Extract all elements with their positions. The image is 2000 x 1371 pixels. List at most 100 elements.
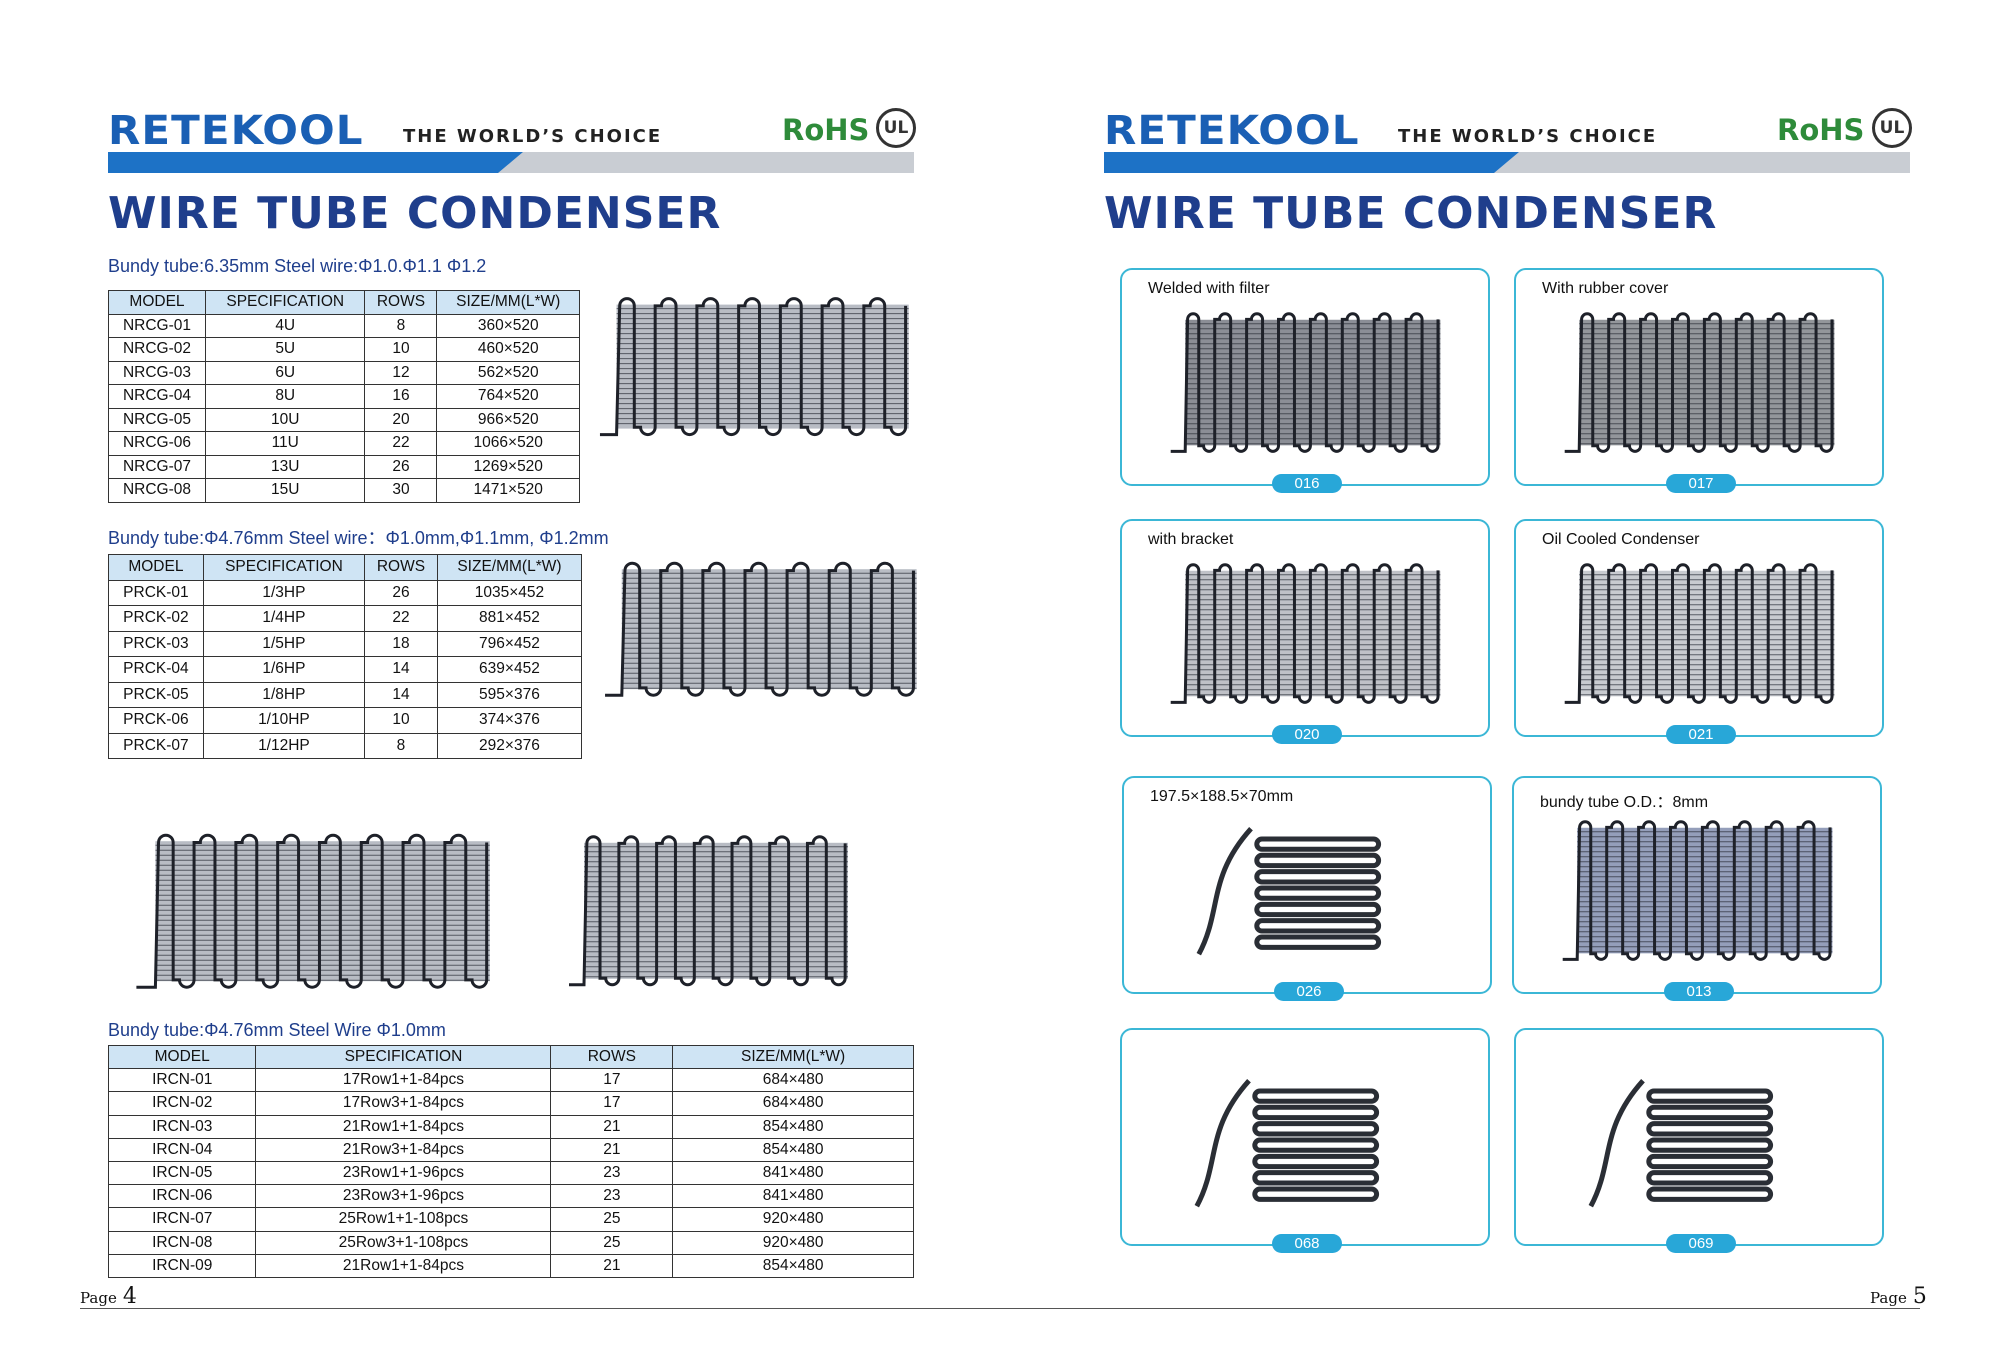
model-code-badge: 068: [1272, 1234, 1342, 1253]
table-cell: 595×376: [436, 681, 583, 708]
table-cell: 1269×520: [436, 454, 580, 479]
table-cell: 18: [364, 630, 438, 657]
footer-divider: [80, 1308, 1920, 1309]
table-cell: 23: [550, 1160, 674, 1186]
ul-certification-icon: UL: [876, 108, 916, 148]
table-cell: 10: [364, 337, 438, 362]
table-cell: 841×480: [672, 1184, 914, 1209]
table-cell: PRCK-05: [108, 681, 204, 708]
table-cell: 21Row1+1-84pcs: [255, 1253, 552, 1278]
table-cell: 966×520: [436, 407, 580, 432]
condenser-product-photo: [569, 835, 848, 987]
table-cell: IRCN-03: [107, 1114, 257, 1139]
tagline: THE WORLD’S CHOICE: [1398, 126, 1658, 147]
table-cell: 26: [364, 579, 438, 606]
table-cell: IRCN-04: [107, 1137, 257, 1162]
header-band: [1104, 152, 1910, 173]
table-cell: 1/10HP: [202, 707, 366, 734]
tagline: THE WORLD’S CHOICE: [403, 126, 663, 147]
column-header: SIZE/MM(L*W): [436, 554, 583, 581]
condenser-product-photo: [136, 833, 490, 989]
condenser-product-photo: [1588, 1078, 1774, 1208]
table-cell: 8: [364, 732, 438, 759]
page-title: WIRE TUBE CONDENSER: [108, 188, 722, 239]
table-cell: IRCN-09: [107, 1253, 257, 1278]
condenser-product-photo: [1170, 563, 1441, 704]
table-cell: IRCN-06: [107, 1184, 257, 1209]
condenser-product-photo: [1196, 826, 1382, 956]
model-code-badge: 020: [1272, 725, 1342, 744]
table-cell: 12: [364, 360, 438, 385]
model-code-badge: 016: [1272, 474, 1342, 493]
column-header: SPECIFICATION: [202, 554, 366, 581]
table-cell: 13U: [204, 454, 366, 479]
table-cell: 17: [550, 1068, 674, 1093]
table-cell: 1066×520: [436, 431, 580, 456]
table-cell: 21Row3+1-84pcs: [255, 1137, 552, 1162]
product-caption: With rubber cover: [1542, 280, 1669, 297]
prck-heading: Bundy tube:Φ4.76mm Steel wire：Φ1.0mm,Φ1.…: [108, 528, 609, 548]
table-cell: 1/12HP: [202, 732, 366, 759]
table-cell: PRCK-01: [108, 579, 204, 606]
product-caption: Welded with filter: [1148, 280, 1270, 297]
table-cell: 14: [364, 681, 438, 708]
table-cell: 22: [364, 605, 438, 632]
model-code-badge: 021: [1666, 725, 1736, 744]
column-header: SIZE/MM(L*W): [436, 290, 580, 315]
table-cell: 23Row1+1-96pcs: [255, 1160, 552, 1186]
table-cell: 1471×520: [436, 478, 580, 503]
column-header: ROWS: [550, 1044, 674, 1070]
table-cell: 292×376: [436, 732, 583, 759]
table-cell: 854×480: [672, 1137, 914, 1162]
table-cell: IRCN-07: [107, 1207, 257, 1232]
table-cell: 920×480: [672, 1207, 914, 1232]
table-cell: 4U: [204, 313, 366, 338]
table-cell: 14: [364, 656, 438, 683]
right-page: RETEKOOL THE WORLD’S CHOICE RoHS UL WIRE…: [1000, 0, 2000, 1371]
column-header: SPECIFICATION: [204, 290, 366, 315]
table-cell: 360×520: [436, 313, 580, 338]
rohs-mark: RoHS: [782, 113, 870, 147]
table-cell: 25Row3+1-108pcs: [255, 1230, 552, 1255]
product-card-016: Welded with filter 016: [1120, 268, 1490, 493]
table-cell: 25: [550, 1230, 674, 1255]
table-cell: 920×480: [672, 1230, 914, 1255]
condenser-product-photo: [1194, 1078, 1380, 1208]
condenser-product-photo: [605, 561, 917, 697]
table-cell: 562×520: [436, 360, 580, 385]
table-cell: 1/5HP: [202, 630, 366, 657]
table-cell: 23Row3+1-96pcs: [255, 1184, 552, 1209]
table-cell: 16: [364, 384, 438, 409]
table-cell: 881×452: [436, 605, 583, 632]
table-cell: 23: [550, 1184, 674, 1209]
table-cell: 25: [550, 1207, 674, 1232]
table-cell: 374×376: [436, 707, 583, 734]
table-cell: 854×480: [672, 1253, 914, 1278]
column-header: MODEL: [107, 1044, 257, 1070]
table-cell: NRCG-01: [108, 313, 206, 338]
table-cell: 796×452: [436, 630, 583, 657]
table-cell: NRCG-05: [108, 407, 206, 432]
condenser-product-photo: [1564, 312, 1835, 453]
product-caption: bundy tube O.D.：8mm: [1540, 794, 1709, 811]
